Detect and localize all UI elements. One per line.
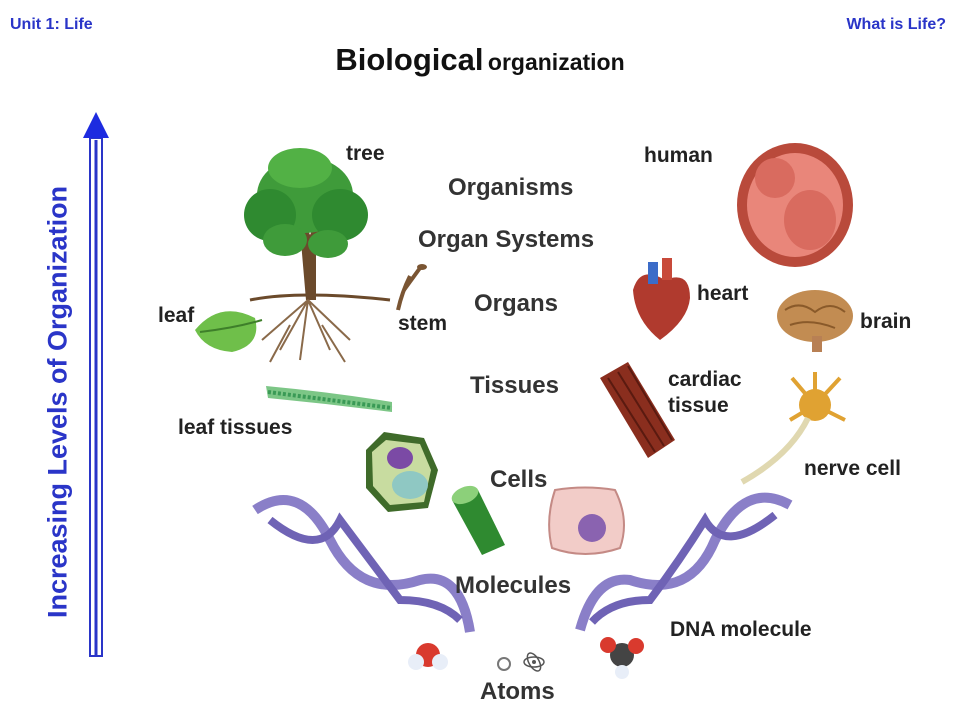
animal-cell-icon — [548, 486, 625, 555]
slide-title: Biological organization — [0, 42, 960, 78]
leaf-icon — [195, 311, 263, 352]
axis-label: Increasing Levels of Organization — [42, 185, 73, 619]
dna-right-icon — [575, 492, 793, 632]
level-organisms: Organisms — [448, 174, 574, 201]
label-cardiac: cardiac — [668, 368, 742, 391]
label-brain: brain — [860, 310, 912, 333]
nerve-cell-icon — [740, 372, 846, 485]
human-embryo-icon — [737, 143, 853, 267]
organic-molecule-icon — [600, 637, 644, 679]
dna-left-icon — [252, 495, 475, 633]
water-molecule-icon — [408, 643, 448, 670]
stem-icon — [396, 264, 427, 311]
level-tissues: Tissues — [470, 372, 559, 399]
label-dna-molecule: DNA molecule — [670, 618, 812, 641]
label-heart: heart — [697, 282, 749, 305]
label-stem: stem — [398, 312, 448, 335]
label-tree: tree — [346, 142, 385, 165]
atom-icon — [497, 652, 545, 672]
leaf-tissue-icon — [266, 386, 393, 412]
title-rest: organization — [487, 49, 625, 75]
level-cells: Cells — [490, 466, 548, 493]
label-leaf-tissues: leaf tissues — [178, 416, 293, 439]
heart-icon — [633, 258, 690, 340]
level-organs: Organs — [474, 290, 559, 317]
level-organ-systems: Organ Systems — [418, 226, 595, 253]
label-human: human — [644, 144, 713, 167]
level-molecules: Molecules — [455, 572, 572, 599]
levels-arrow — [83, 112, 109, 657]
cardiac-tissue-icon — [600, 362, 675, 458]
label-leaf: leaf — [158, 304, 195, 327]
plant-cell-cylinder-icon — [451, 485, 505, 555]
plant-cell-icon — [366, 432, 438, 512]
label-nerve-cell: nerve cell — [804, 457, 901, 480]
title-bold: Biological — [335, 42, 484, 77]
label-tissue: tissue — [668, 394, 729, 417]
tree-icon — [244, 148, 391, 363]
topic-label: What is Life? — [846, 16, 946, 33]
level-atoms: Atoms — [480, 678, 555, 705]
unit-label: Unit 1: Life — [10, 16, 93, 33]
brain-icon — [777, 290, 853, 352]
